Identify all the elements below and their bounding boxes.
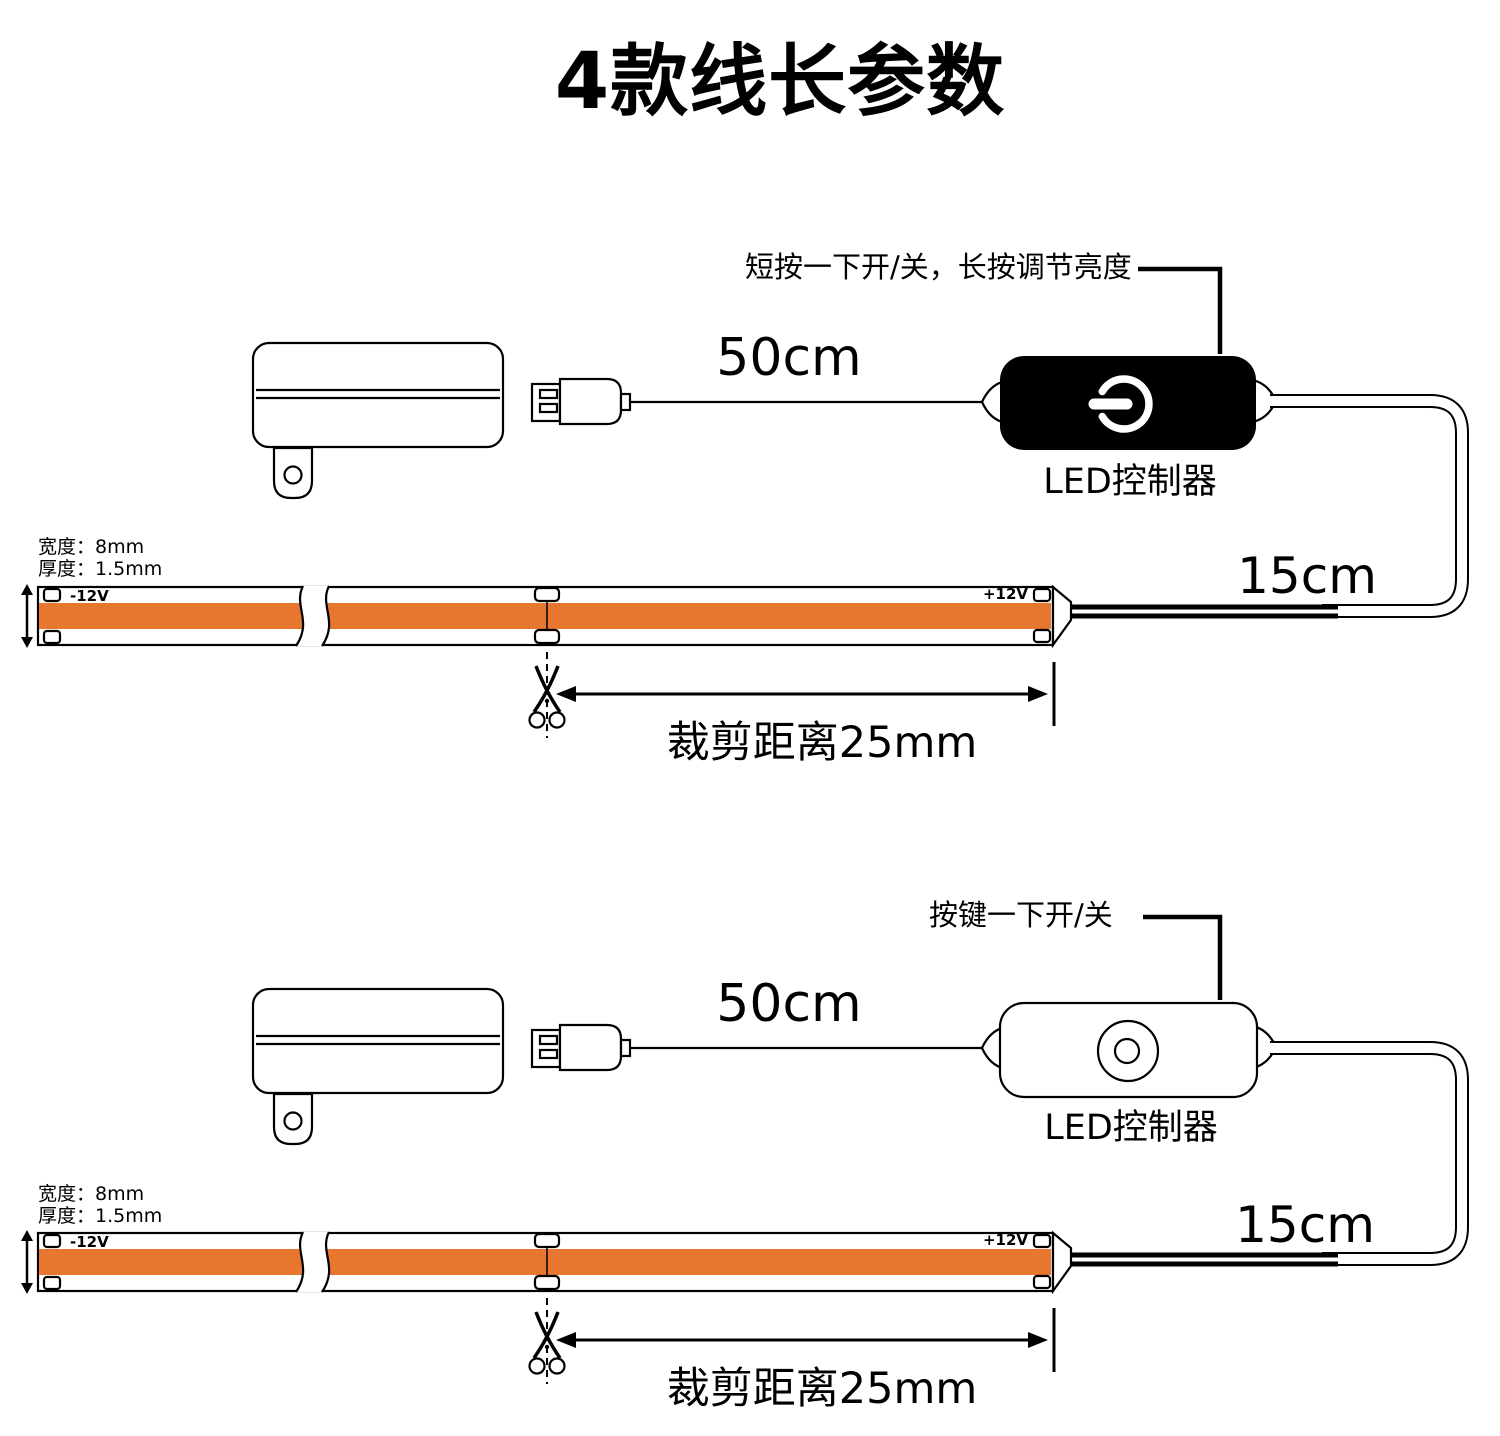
scissors-icon bbox=[528, 1298, 566, 1384]
thickness-arrow bbox=[21, 1230, 33, 1294]
usb-cable-length-label: 50cm bbox=[716, 328, 862, 388]
strip-thickness-label: 厚度：1.5mm bbox=[38, 1205, 163, 1227]
cut-distance-label: 裁剪距离25mm bbox=[666, 1364, 978, 1414]
page-title: 4款线长参数 bbox=[554, 37, 1006, 127]
led-strip-cob-band bbox=[39, 603, 1051, 629]
negative-terminal-label: -12V bbox=[70, 1233, 109, 1251]
strip-width-label: 宽度：8mm bbox=[38, 536, 145, 558]
led-strip bbox=[36, 1230, 1073, 1295]
cut-distance-arrow bbox=[556, 1308, 1056, 1372]
usb-cable-length-label: 50cm bbox=[716, 974, 862, 1034]
thickness-arrow bbox=[21, 584, 33, 648]
output-cable-length-label: 15cm bbox=[1237, 547, 1377, 605]
round-button-icon bbox=[1096, 1019, 1160, 1083]
touch-controller-icon bbox=[980, 356, 1278, 450]
annotation-pointer-line bbox=[1138, 266, 1223, 354]
negative-terminal-label: -12V bbox=[70, 587, 109, 605]
usb-plug-icon bbox=[530, 1023, 632, 1072]
annotation-button-controller: 按键一下开/关 bbox=[929, 898, 1113, 932]
led-strip-cob-band bbox=[39, 1249, 1051, 1275]
controller-label: LED控制器 bbox=[1043, 462, 1217, 502]
annotation-pointer-line bbox=[1143, 914, 1223, 1000]
power-adapter-icon bbox=[251, 341, 505, 500]
cut-distance-label: 裁剪距离25mm bbox=[666, 718, 978, 768]
cut-distance-arrow bbox=[556, 662, 1056, 726]
usb-plug-icon bbox=[530, 377, 632, 426]
button-controller-icon bbox=[980, 1001, 1278, 1099]
diagram-top-art bbox=[21, 266, 1469, 738]
positive-terminal-label: +12V bbox=[982, 1231, 1028, 1249]
controller-label: LED控制器 bbox=[1044, 1108, 1218, 1148]
output-cable bbox=[1070, 1041, 1469, 1267]
output-cable-length-label: 15cm bbox=[1235, 1196, 1375, 1254]
power-adapter-icon bbox=[251, 987, 505, 1146]
diagram-bottom-art bbox=[21, 914, 1469, 1384]
strip-thickness-label: 厚度：1.5mm bbox=[38, 558, 163, 580]
output-cable bbox=[1070, 394, 1469, 619]
led-strip bbox=[36, 584, 1073, 649]
scissors-icon bbox=[528, 652, 566, 738]
positive-terminal-label: +12V bbox=[982, 585, 1028, 603]
strip-width-label: 宽度：8mm bbox=[38, 1183, 145, 1205]
power-icon bbox=[1088, 375, 1153, 433]
annotation-touch-controller: 短按一下开/关，长按调节亮度 bbox=[745, 250, 1132, 284]
